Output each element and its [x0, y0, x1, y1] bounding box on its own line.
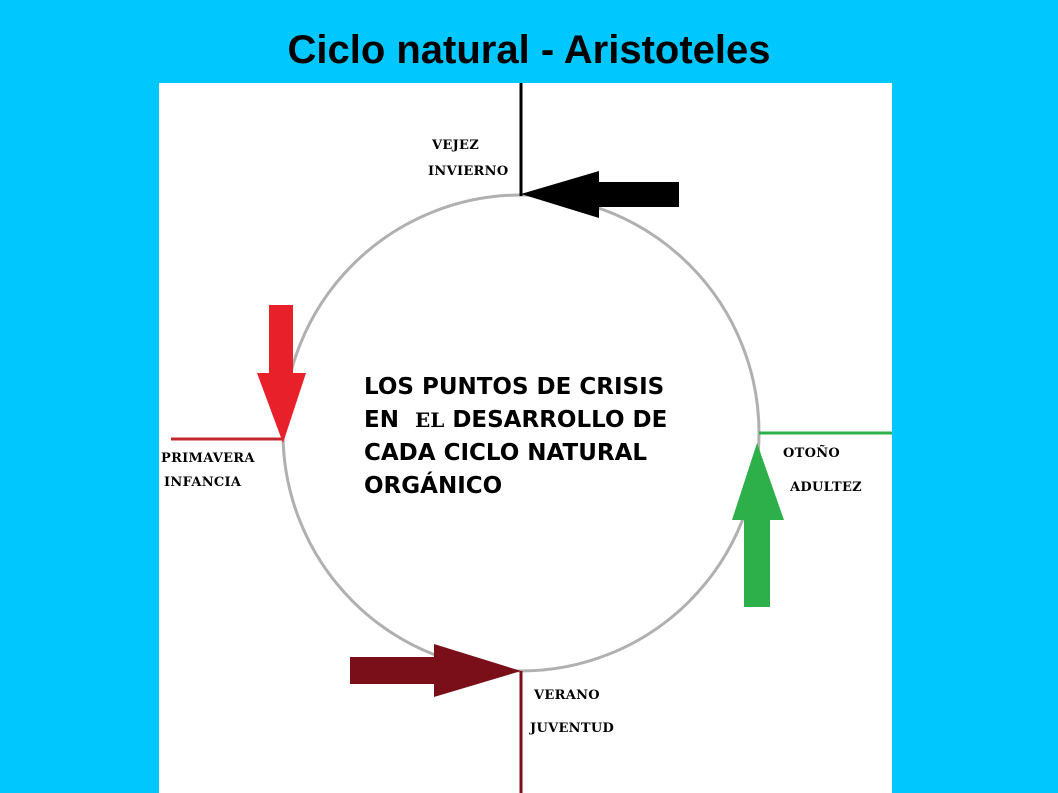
label-otono: OTOÑO — [783, 446, 841, 461]
invierno-arrow — [521, 171, 679, 218]
center-text-line-3: CADA CICLO NATURAL — [364, 440, 648, 466]
center-text: LOS PUNTOS DE CRISIS EN EL DESARROLLO DE… — [364, 371, 724, 503]
center-text-en: EN — [364, 407, 399, 433]
label-verano: VERANO — [534, 688, 600, 703]
slide-title: Ciclo natural - Aristoteles — [287, 28, 771, 72]
verano-arrow — [350, 644, 521, 697]
label-primavera: PRIMAVERA — [161, 451, 255, 466]
diagram-panel: VEJEZ INVIERNO PRIMAVERA INFANCIA OTOÑO … — [159, 83, 892, 793]
cycle-diagram — [171, 83, 892, 793]
primavera-arrow — [257, 305, 306, 443]
label-invierno: INVIERNO — [428, 164, 509, 179]
label-juventud: JUVENTUD — [530, 721, 615, 736]
center-text-el: EL — [414, 408, 445, 432]
center-text-line-1: LOS PUNTOS DE CRISIS — [364, 374, 665, 400]
otono-arrow — [732, 443, 784, 607]
center-text-line-2: EN EL DESARROLLO DE — [364, 404, 724, 437]
label-vejez: VEJEZ — [432, 138, 480, 153]
center-text-desarrollo: DESARROLLO DE — [452, 407, 668, 433]
label-adultez: ADULTEZ — [790, 480, 862, 495]
label-infancia: INFANCIA — [164, 475, 242, 490]
center-text-line-4: ORGÁNICO — [364, 473, 503, 499]
